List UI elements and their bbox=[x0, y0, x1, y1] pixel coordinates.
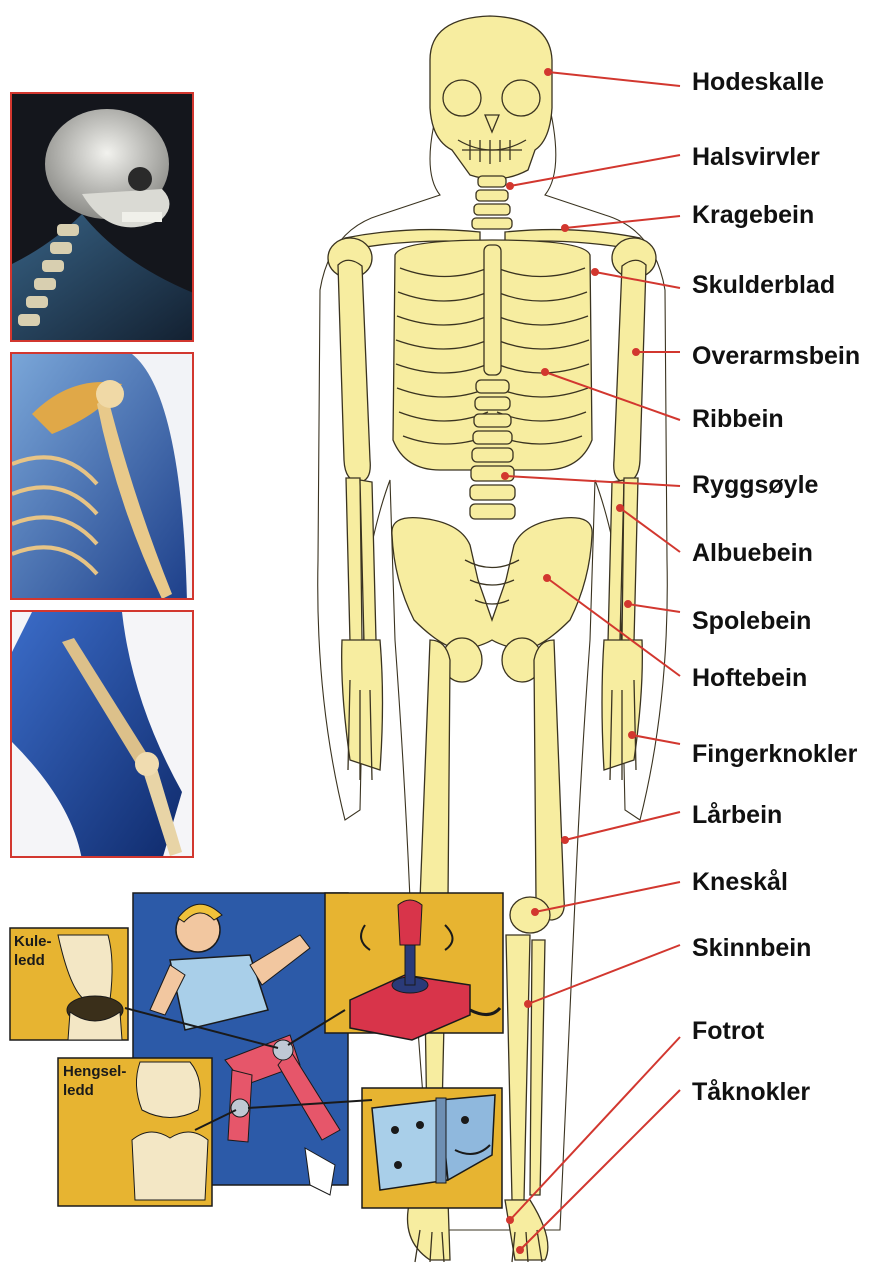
label-fotrot: Fotrot bbox=[692, 1017, 764, 1045]
ball-joint-line-1: Kule- bbox=[14, 932, 52, 951]
label-taknokler: Tåknokler bbox=[692, 1078, 810, 1106]
label-hoftebein: Hoftebein bbox=[692, 664, 807, 692]
label-spolebein: Spolebein bbox=[692, 607, 811, 635]
hinge-joint-line-1: Hengsel- bbox=[63, 1062, 126, 1081]
label-ryggsoyle: Ryggsøyle bbox=[692, 471, 818, 499]
label-fingerknokler: Fingerknokler bbox=[692, 740, 857, 768]
label-larbein: Lårbein bbox=[692, 801, 782, 829]
label-overarmsbein: Overarmsbein bbox=[692, 342, 860, 370]
hinge-joint-label: Hengsel- ledd bbox=[63, 1062, 126, 1100]
ball-joint-line-2: ledd bbox=[14, 951, 52, 970]
label-hodeskalle: Hodeskalle bbox=[692, 68, 824, 96]
label-kneskal: Kneskål bbox=[692, 868, 788, 896]
label-ribbein: Ribbein bbox=[692, 405, 784, 433]
label-halsvirvler: Halsvirvler bbox=[692, 143, 820, 171]
label-skinnbein: Skinnbein bbox=[692, 934, 811, 962]
label-albuebein: Albuebein bbox=[692, 539, 813, 567]
hinge-joint-line-2: ledd bbox=[63, 1081, 126, 1100]
label-kragebein: Kragebein bbox=[692, 201, 814, 229]
ball-joint-label: Kule- ledd bbox=[14, 932, 52, 970]
label-skulderblad: Skulderblad bbox=[692, 271, 835, 299]
